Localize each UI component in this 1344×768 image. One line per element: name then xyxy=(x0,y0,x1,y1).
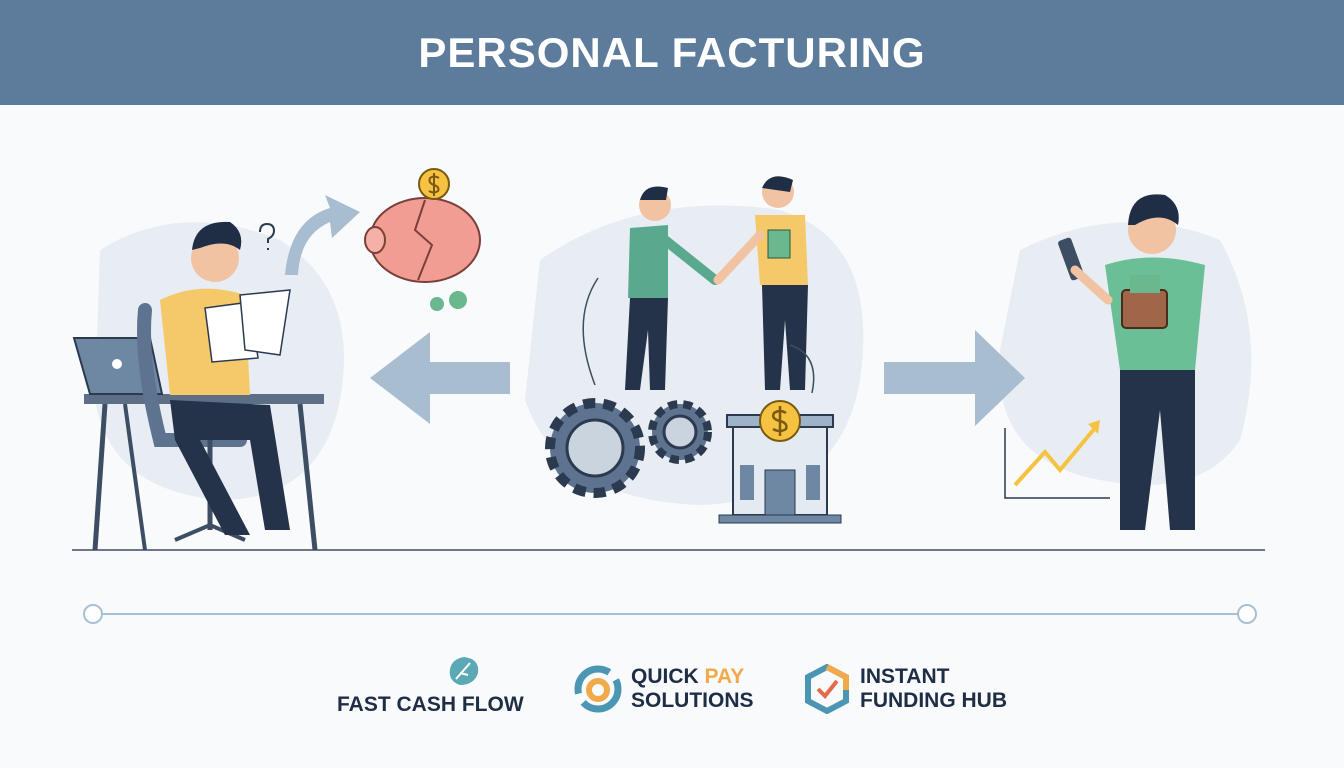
leaf-cycle-icon xyxy=(450,657,479,685)
logo-text-funding-hub: FUNDING HUB xyxy=(860,689,1007,712)
arrow-left xyxy=(370,332,510,424)
growth-chart-icon xyxy=(1004,420,1110,499)
logo-text-quick: QUICK xyxy=(631,665,699,688)
illustration xyxy=(72,168,1265,624)
gears-icon xyxy=(545,398,712,498)
question-mark-icon xyxy=(259,222,276,250)
logo-text-instant: INSTANT xyxy=(860,665,950,688)
handshake-people xyxy=(582,176,815,394)
dollar-sign xyxy=(772,406,788,436)
timeline-end-node xyxy=(1237,604,1257,624)
pants xyxy=(170,400,290,535)
arrow-right xyxy=(884,330,1025,426)
page-title: PERSONAL FACTURING xyxy=(418,28,926,76)
dollar-sign xyxy=(428,173,440,196)
logo-instant-funding-hub: INSTANT FUNDING HUB xyxy=(804,664,1007,714)
logo-text-solutions: SOLUTIONS xyxy=(631,689,754,712)
dollar-coin-icon xyxy=(430,297,444,311)
logo-text-pay: PAY xyxy=(704,665,745,688)
spiral-icon xyxy=(574,665,622,713)
dollar-coin-icon xyxy=(449,291,467,309)
logo-fast-cash-flow: FAST CASH FLOW xyxy=(337,655,524,717)
document xyxy=(239,289,291,356)
bank-building-icon xyxy=(718,400,842,524)
chair xyxy=(137,303,247,447)
broken-piggy-bank xyxy=(364,168,481,311)
person-at-desk xyxy=(72,221,324,551)
timeline-start-node xyxy=(83,604,103,624)
logo-quick-pay-solutions: QUICK PAY SOLUTIONS xyxy=(573,664,754,714)
curved-arrow-up xyxy=(285,195,360,275)
logo-text: FAST CASH FLOW xyxy=(337,693,524,716)
header-bar: PERSONAL FACTURING xyxy=(0,0,1344,105)
checkmark-shield-icon xyxy=(805,664,849,714)
happy-person-with-wallet xyxy=(1058,194,1205,530)
